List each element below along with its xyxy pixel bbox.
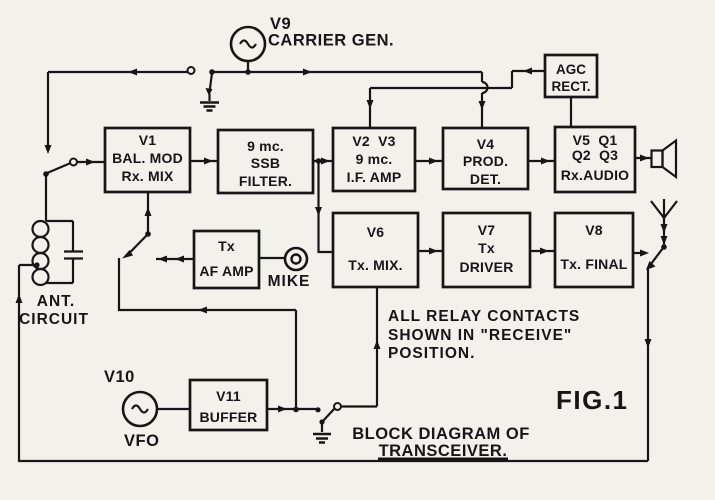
- block-label: Rx. MIX: [122, 168, 174, 184]
- block-agc-rect: AGC RECT.: [543, 53, 599, 99]
- note-line: SHOWN IN "RECEIVE": [388, 327, 572, 344]
- block-rx-audio: V5 Q1 Q2 Q3 Rx.AUDIO: [553, 125, 637, 194]
- vfo-designator: V10: [104, 368, 135, 386]
- block-if-amp: V2 V3 9 mc. I.F. AMP: [331, 126, 417, 193]
- block-label: V5 Q1: [573, 132, 618, 148]
- figure-caption: BLOCK DIAGRAM OF TRANSCEIVER.: [352, 425, 530, 461]
- block-label: V7: [478, 222, 496, 238]
- block-label: Tx: [218, 238, 235, 254]
- block-tx-af-amp: Tx AF AMP: [192, 229, 261, 290]
- block-label: V8: [585, 222, 603, 238]
- block-label: RECT.: [551, 79, 590, 94]
- block-tx-mix: V6 Tx. MIX.: [331, 211, 420, 289]
- block-label: BUFFER: [200, 409, 258, 425]
- carrier-gen-designator: V9: [270, 15, 291, 33]
- block-label: AGC: [556, 62, 586, 77]
- block-label: Tx. MIX.: [348, 257, 403, 273]
- antenna-icon: [650, 199, 678, 247]
- block-label: DET.: [470, 171, 501, 187]
- block-label: V6: [367, 224, 385, 240]
- block-label: 9 mc.: [356, 151, 393, 167]
- block-label: Rx.AUDIO: [561, 167, 630, 183]
- block-label: BAL. MOD: [112, 150, 183, 166]
- ant-circuit-icon: [19, 219, 83, 287]
- block-label: I.F. AMP: [347, 169, 402, 185]
- ground-icon: [313, 432, 331, 444]
- block-label: V11: [216, 388, 241, 404]
- mike-connector-icon: [283, 246, 309, 272]
- ant-circuit-label: ANT.: [37, 293, 75, 310]
- block-label: V4: [477, 136, 495, 152]
- figure-number: FIG.1: [556, 385, 629, 415]
- block-prod-det: V4 PROD. DET.: [441, 126, 530, 191]
- filter-to-txmix-wire: [315, 161, 333, 254]
- agc-wires: [366, 67, 573, 128]
- carrier-generator-icon: [229, 25, 267, 63]
- relay-contact-antenna-input: [43, 157, 105, 221]
- block-label: PROD.: [463, 153, 508, 169]
- block-label: AF AMP: [199, 263, 253, 279]
- transmit-chain-wires: [418, 247, 649, 257]
- relay-contact-vfo: [313, 402, 342, 444]
- mike-label: MIKE: [268, 273, 311, 290]
- speaker-icon: [650, 138, 678, 180]
- block-label: V1: [139, 132, 157, 148]
- relay-contact-antenna: [646, 244, 667, 270]
- relay-contact-v1-injection: [122, 192, 152, 259]
- relay-contact-carrier: [186, 66, 219, 112]
- ant-circuit-label: CIRCUIT: [19, 311, 89, 328]
- block-label: Tx. FINAL: [560, 256, 627, 272]
- ground-icon: [200, 101, 219, 112]
- block-label: Tx: [478, 240, 495, 256]
- block-label: Q2 Q3: [572, 147, 618, 163]
- block-buffer: V11 BUFFER: [188, 378, 269, 432]
- block-label: 9 mc.: [247, 138, 284, 154]
- block-ssb-filter: 9 mc. SSB FILTER.: [216, 128, 315, 195]
- af-amp-output-wire: [156, 255, 194, 263]
- block-tx-driver: V7 Tx DRIVER: [441, 211, 532, 289]
- block-label: DRIVER: [459, 259, 513, 275]
- caption-line: BLOCK DIAGRAM OF: [352, 425, 530, 443]
- block-bal-mod: V1 BAL. MOD Rx. MIX: [103, 126, 192, 194]
- block-label: FILTER.: [239, 173, 292, 189]
- receive-chain-wires: [190, 154, 652, 165]
- caption-line: TRANSCEIVER.: [379, 442, 508, 460]
- block-label: V2 V3: [352, 133, 395, 149]
- relay-note: ALL RELAY CONTACTS SHOWN IN "RECEIVE" PO…: [388, 308, 580, 362]
- note-line: ALL RELAY CONTACTS: [388, 308, 580, 325]
- block-tx-final: V8 Tx. FINAL: [553, 211, 635, 289]
- note-line: POSITION.: [388, 345, 475, 362]
- block-label: SSB: [251, 155, 280, 171]
- antenna-return-wires: [15, 265, 652, 463]
- carrier-gen-label: CARRIER GEN.: [268, 32, 394, 50]
- vfo-label: VFO: [124, 432, 159, 450]
- vfo-injection-wires: [117, 258, 381, 413]
- vfo-icon: [121, 390, 159, 428]
